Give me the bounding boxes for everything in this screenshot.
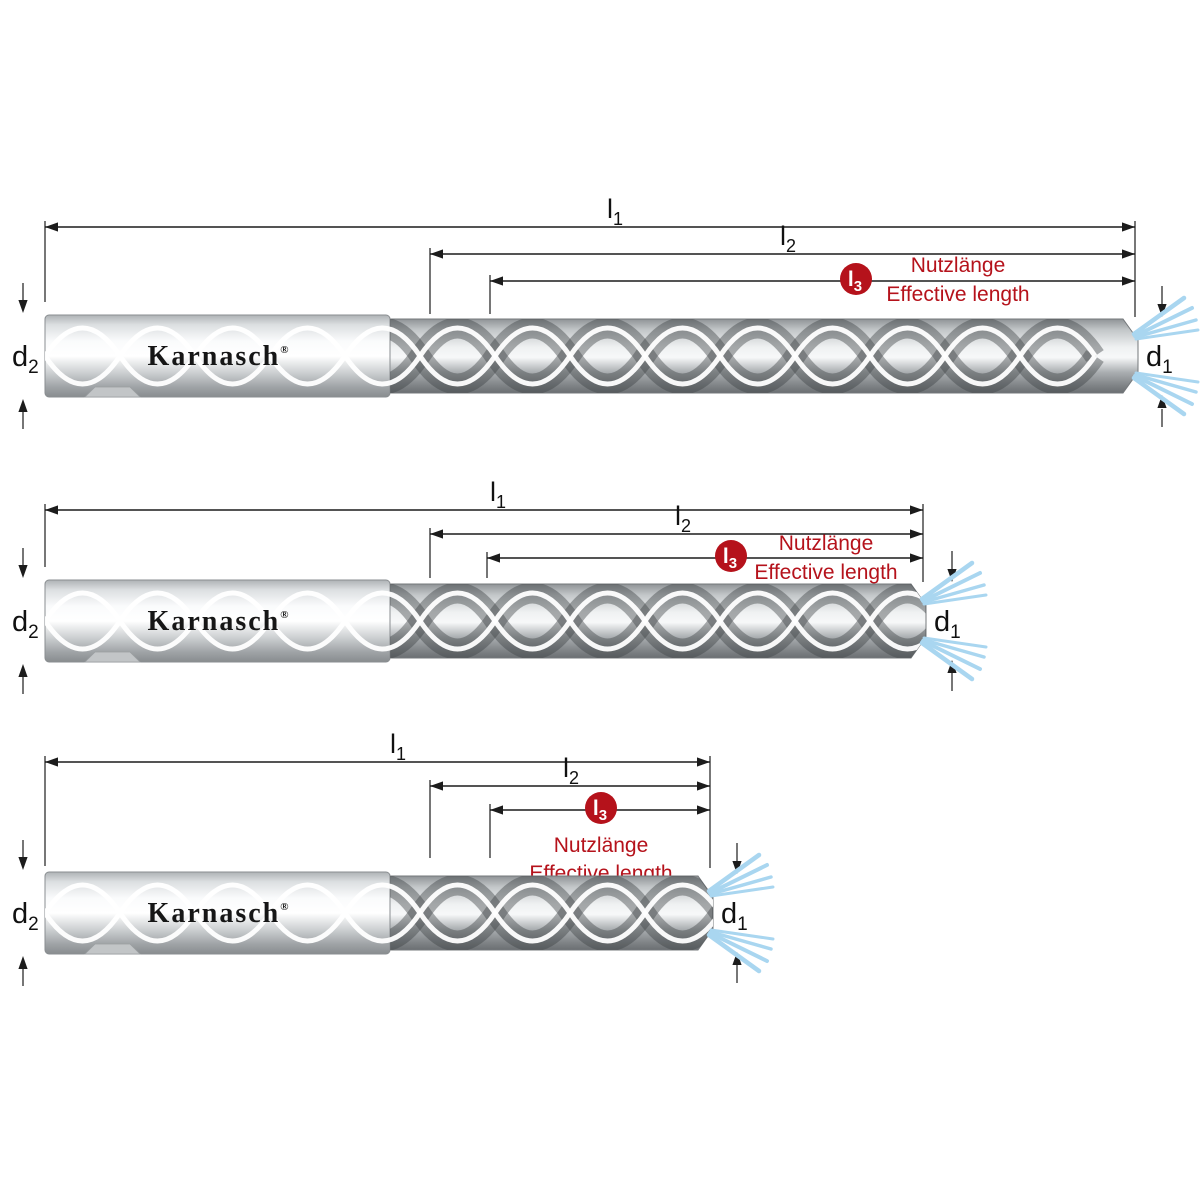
effective-length-note-en: Effective length [754,561,897,584]
d1-label: d1 [1146,341,1173,378]
arrow-right-icon [910,505,923,515]
arrow-left-icon [45,222,58,232]
d2-label: d2 [12,606,39,643]
l3-badge-label: l3 [848,268,862,295]
arrow-left-icon [490,805,503,815]
arrow-up-icon [18,664,28,677]
effective-length-note-de: Nutzlänge [554,834,649,857]
arrow-left-icon [430,249,443,259]
arrow-down-icon [18,565,28,578]
arrow-left-icon [45,757,58,767]
l1-label: l1 [390,729,406,764]
dimensions-row2: l1 l2 l3 Nutzlänge Effective length d2 d… [12,477,961,694]
arrow-right-icon [697,805,710,815]
arrow-left-icon [490,276,503,286]
arrow-right-icon [697,781,710,791]
l3-badge [715,540,747,572]
l3-badge-label: l3 [593,797,607,824]
shank-notch [84,386,141,398]
l3-badge [840,263,872,295]
d2-label: d2 [12,898,39,935]
brand-logo: Karnasch® [148,898,289,929]
l3-badge [585,792,617,824]
arrow-right-icon [910,529,923,539]
arrow-right-icon [697,757,710,767]
arrow-right-icon [910,553,923,563]
l3-badge-label: l3 [723,545,737,572]
arrow-right-icon [1122,276,1135,286]
l2-label: l2 [780,221,796,256]
effective-length-note-de: Nutzlänge [779,532,874,555]
d1-label: d1 [721,898,748,935]
l2-label: l2 [563,753,579,788]
arrow-right-icon [1122,222,1135,232]
arrow-up-icon [18,956,28,969]
dimensions-row3: l1 l2 l3 Nutzlänge Effective length d2 d… [12,729,748,986]
arrow-left-icon [430,781,443,791]
arrow-left-icon [45,505,58,515]
l1-label: l1 [490,477,506,512]
brand-logo: Karnasch® [148,606,289,637]
l1-label: l1 [607,194,623,229]
drill-long: Karnasch® [44,298,1198,414]
drill-medium: Karnasch® [44,563,1095,679]
shank-notch [84,651,141,663]
brand-logo: Karnasch® [148,341,289,372]
shank-notch [84,943,141,955]
dimensions-row1: l1 l2 l3 Nutzlänge Effective length d2 d… [12,194,1173,429]
arrow-up-icon [18,399,28,412]
drill-short: Karnasch® [44,855,1095,971]
d2-label: d2 [12,341,39,378]
arrow-right-icon [1122,249,1135,259]
arrow-left-icon [487,553,500,563]
arrow-down-icon [18,857,28,870]
effective-length-note-en: Effective length [886,283,1029,306]
effective-length-note-de: Nutzlänge [911,254,1006,277]
l2-label: l2 [675,501,691,536]
arrow-left-icon [430,529,443,539]
d1-label: d1 [934,606,961,643]
arrow-down-icon [18,300,28,313]
